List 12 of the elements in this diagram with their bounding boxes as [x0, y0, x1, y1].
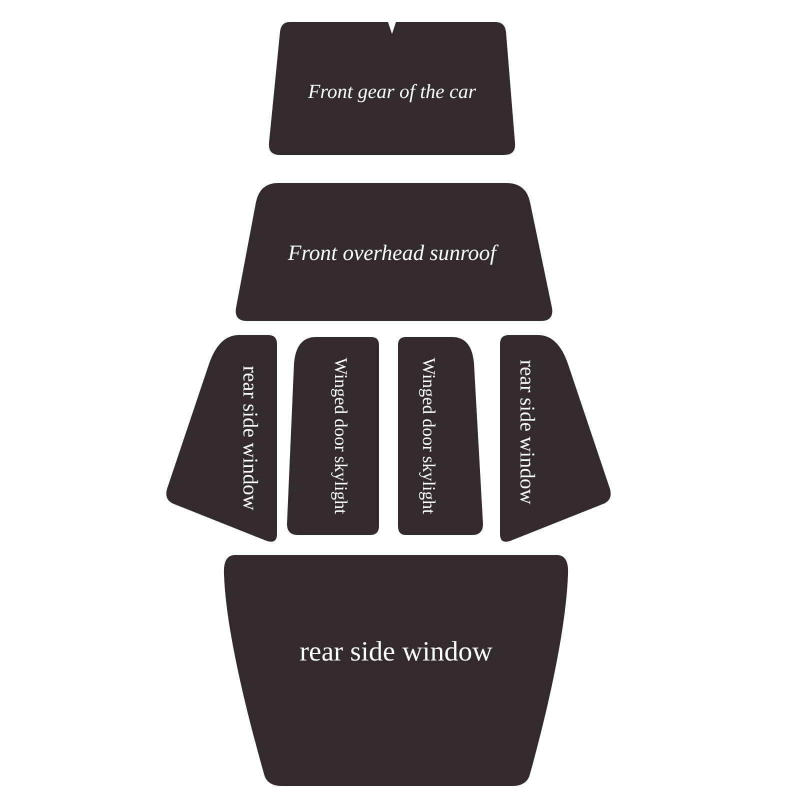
panel-label: Front overhead sunroof: [288, 240, 496, 266]
sunshade-panel: [397, 336, 484, 536]
panel-label: rear side window: [238, 366, 262, 510]
panel-label: Winged door skylight: [418, 358, 438, 514]
panel-label: Winged door skylight: [330, 358, 350, 514]
panel-label: rear side window: [515, 360, 539, 504]
sunshade-panel: [222, 554, 570, 787]
panel-label: Front gear of the car: [308, 81, 476, 103]
sunshade-panel: [286, 336, 380, 536]
sunshade-panel: [268, 21, 516, 156]
panel-label: rear side window: [300, 638, 492, 668]
sunshade-panel: [234, 182, 554, 323]
